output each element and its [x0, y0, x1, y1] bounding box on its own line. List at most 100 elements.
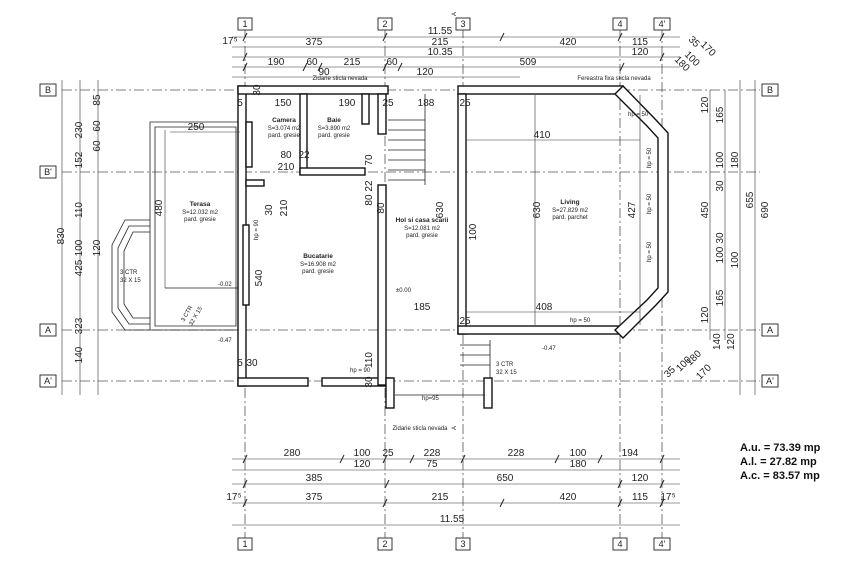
svg-text:140: 140	[74, 346, 85, 363]
svg-text:210: 210	[278, 162, 295, 173]
svg-text:30: 30	[246, 358, 258, 369]
svg-text:180: 180	[730, 151, 741, 168]
svg-text:Terasa: Terasa	[190, 201, 211, 208]
svg-text:425: 425	[74, 259, 85, 276]
grid-bubble-Ap-right: A'	[761, 374, 779, 388]
svg-text:110: 110	[74, 202, 85, 218]
section-mark-top: A	[452, 12, 458, 16]
svg-text:pard. parchet: pard. parchet	[552, 215, 588, 221]
note-hp-95: hp=95	[422, 396, 440, 402]
svg-text:165: 165	[715, 106, 726, 123]
svg-text:375: 375	[306, 492, 323, 503]
svg-text:80: 80	[364, 194, 375, 206]
svg-text:190: 190	[339, 98, 356, 109]
plan-notes: hp = 50 hp = 50 hp = 50 hp = 50 hp = 50 …	[120, 112, 653, 402]
svg-text:230: 230	[74, 121, 85, 138]
level-0: ±0.00	[396, 288, 412, 294]
label-wall-bottom: Zidarie sticla nevada	[392, 426, 448, 432]
svg-text:30: 30	[264, 204, 275, 216]
svg-text:pard. gresie: pard. gresie	[318, 133, 350, 139]
svg-text:A': A'	[44, 376, 52, 386]
section-mark-bottom: A	[452, 426, 458, 430]
svg-text:509: 509	[520, 57, 537, 68]
svg-text:pard. gresie: pard. gresie	[268, 133, 300, 139]
svg-text:420: 420	[560, 492, 577, 503]
svg-text:408: 408	[536, 302, 553, 313]
svg-text:22: 22	[364, 180, 375, 192]
svg-text:250: 250	[188, 122, 205, 133]
svg-text:22: 22	[298, 150, 310, 161]
svg-text:85: 85	[92, 94, 103, 106]
svg-text:630: 630	[532, 201, 543, 218]
stairs-entry-label: 3 CTR	[496, 362, 514, 368]
svg-text:A: A	[767, 325, 773, 335]
svg-text:30: 30	[364, 376, 375, 388]
bottom-dimensions: 280 100 25 228 228 100 194 120 75 180 38…	[226, 448, 680, 526]
grid-bubble-4p-bottom: 4'	[653, 537, 671, 551]
svg-text:375: 375	[306, 37, 323, 48]
useful-area: A.u. = 73.39 mp	[740, 442, 821, 454]
room-terasa: Terasa S=12.032 m2 pard. gresie	[182, 201, 219, 223]
svg-text:188: 188	[418, 98, 435, 109]
svg-text:75: 75	[426, 459, 438, 470]
svg-text:25: 25	[459, 316, 471, 327]
interior-dimensions: 150 190 188 250 410 480 630 630 427 540 …	[154, 84, 638, 388]
svg-text:90: 90	[318, 67, 330, 78]
svg-text:3: 3	[460, 539, 465, 549]
svg-text:B: B	[45, 85, 51, 95]
note-hp-window-3: hp = 50	[647, 147, 653, 168]
svg-text:2: 2	[382, 19, 387, 29]
grid-bubble-2-bottom: 2	[377, 537, 393, 551]
svg-text:17⁵: 17⁵	[226, 492, 241, 503]
grid-bubble-1-top: 1	[237, 17, 253, 31]
note-hp-90-b: hp = 90	[254, 219, 260, 240]
living-dim-lines	[164, 95, 641, 325]
stairs-terrace-size: 32 X 15	[120, 278, 141, 284]
grid-bubble-3-bottom: 3	[455, 537, 471, 551]
grid-bubble-2-top: 2	[377, 17, 393, 31]
grid-bubble-B-right: B	[761, 83, 779, 97]
svg-text:215: 215	[344, 57, 361, 68]
svg-text:60: 60	[306, 57, 318, 68]
room-hol-scara: Hol si casa scarii S=12.081 m2 pard. gre…	[396, 217, 449, 239]
grid-bubbles: 1 2 3 4 4' 1 2 3 4 4' B B' A A' B A A'	[39, 17, 779, 551]
svg-text:60: 60	[92, 120, 103, 132]
grid-bubble-A-left: A	[39, 323, 57, 337]
grid-bubble-A-right: A	[761, 323, 779, 337]
svg-text:120: 120	[92, 239, 103, 256]
svg-text:165: 165	[715, 289, 726, 306]
grid-bubble-4p-top: 4'	[653, 17, 671, 31]
stair-lines	[388, 94, 491, 396]
svg-text:A': A'	[766, 376, 774, 386]
svg-text:120: 120	[354, 459, 371, 470]
svg-text:830: 830	[56, 227, 67, 244]
svg-text:A: A	[45, 325, 51, 335]
grid-bubble-B-left: B	[39, 83, 57, 97]
built-area: A.c. = 83.57 mp	[740, 470, 820, 482]
svg-text:80: 80	[280, 150, 292, 161]
svg-text:323: 323	[74, 317, 85, 334]
svg-text:60: 60	[92, 140, 103, 152]
svg-text:2: 2	[382, 539, 387, 549]
svg-text:Living: Living	[560, 199, 579, 206]
svg-text:100: 100	[74, 239, 85, 256]
svg-text:210: 210	[279, 199, 290, 216]
svg-text:140: 140	[712, 333, 723, 350]
svg-text:S=3.890 m2: S=3.890 m2	[318, 126, 351, 132]
note-hp-window-5: hp = 50	[647, 241, 653, 262]
walls	[237, 85, 669, 409]
grid-bubble-1-bottom: 1	[237, 537, 253, 551]
svg-text:100: 100	[730, 251, 741, 268]
note-hp-window-1: hp = 50	[628, 112, 649, 118]
svg-text:100: 100	[354, 448, 371, 459]
label-wall-top-left: Zidarie sticla nevada	[312, 76, 368, 82]
svg-text:B': B'	[44, 167, 52, 177]
living-area: A.l. = 27.82 mp	[740, 456, 817, 468]
svg-text:410: 410	[534, 130, 551, 141]
level-m002: -0.02	[218, 282, 232, 288]
svg-text:120: 120	[632, 47, 649, 58]
svg-text:10.35: 10.35	[427, 47, 452, 58]
svg-text:650: 650	[497, 473, 514, 484]
svg-text:185: 185	[414, 302, 431, 313]
